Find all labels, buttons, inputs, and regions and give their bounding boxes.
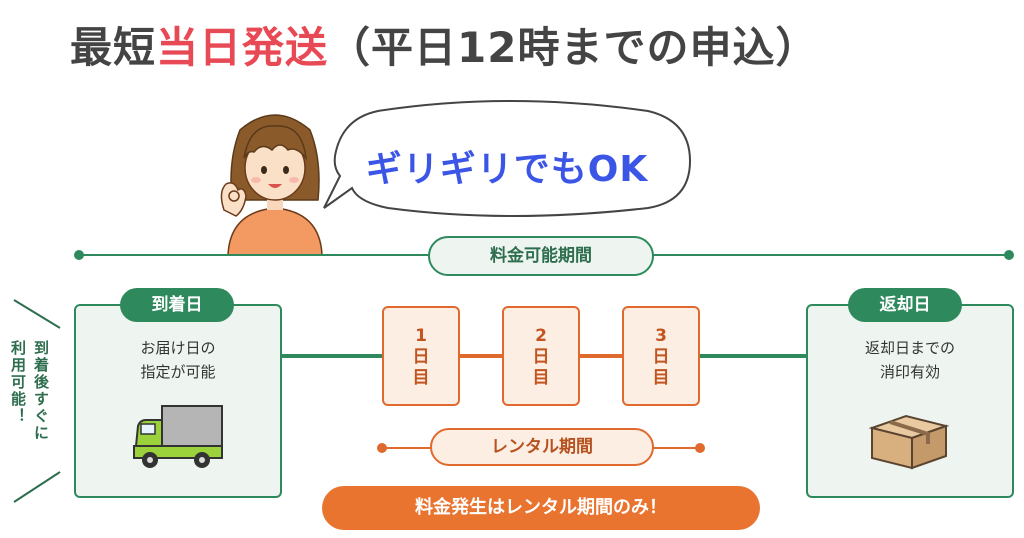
return-desc-line2: 消印有効	[879, 363, 940, 381]
fee-period-dot-left	[74, 250, 84, 260]
side-slashes	[13, 299, 61, 503]
side-note: 到着後すぐに 利用可能！	[8, 340, 52, 470]
day-number: 1	[415, 326, 427, 346]
page-title: 最短当日発送（平日12時までの申込）	[70, 14, 818, 75]
day-char-1: 日	[532, 347, 550, 367]
title-part2: （平日12時までの申込）	[328, 23, 819, 72]
speech-bubble	[323, 100, 692, 217]
arrival-desc-line1: お届け日の	[140, 339, 216, 357]
arrival-box	[74, 304, 282, 498]
day-char-2: 目	[412, 368, 430, 388]
rental-dot-left	[377, 443, 387, 453]
day-number: 2	[535, 326, 547, 346]
side-note-col1: 到着後すぐに	[32, 340, 50, 442]
title-part1: 最短	[70, 23, 157, 72]
day-char-1: 日	[412, 347, 430, 367]
rental-period-label: レンタル期間	[430, 428, 654, 466]
side-note-col2: 利用可能！	[9, 340, 27, 425]
day-char-2: 目	[652, 368, 670, 388]
rental-dot-right	[695, 443, 705, 453]
return-desc: 返却日までの 消印有効	[806, 336, 1014, 384]
girl-illustration	[220, 114, 323, 255]
speech-text: ギリギリでもOK	[365, 149, 649, 190]
arrival-desc: お届け日の 指定が可能	[74, 336, 282, 384]
fee-period-dot-right	[1004, 250, 1014, 260]
fee-period-label: 料金可能期間	[428, 236, 654, 276]
return-tag: 返却日	[848, 288, 962, 322]
box-icon	[868, 414, 950, 470]
fee-note: 料金発生はレンタル期間のみ！	[322, 486, 760, 530]
arrival-tag: 到着日	[120, 288, 234, 322]
title-highlight: 当日発送	[156, 23, 329, 72]
day-box-1: 1 日 目	[382, 306, 460, 406]
arrival-desc-line2: 指定が可能	[140, 363, 216, 381]
day-number: 3	[655, 326, 667, 346]
day-char-2: 目	[532, 368, 550, 388]
day-box-2: 2 日 目	[502, 306, 580, 406]
day-char-1: 日	[652, 347, 670, 367]
truck-icon	[133, 405, 223, 468]
day-box-3: 3 日 目	[622, 306, 700, 406]
return-desc-line1: 返却日までの	[864, 339, 955, 357]
